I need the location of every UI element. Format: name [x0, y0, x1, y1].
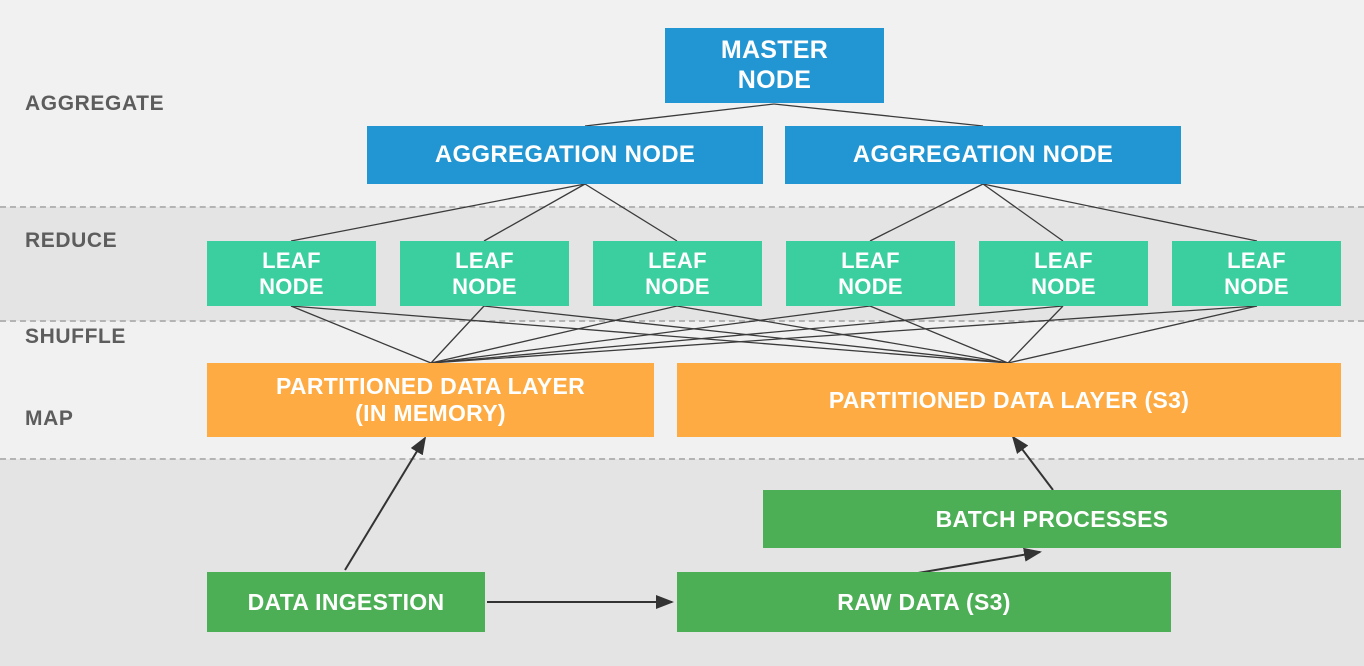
divider-map-ingestion: [0, 458, 1364, 460]
batch-processes-label: BATCH PROCESSES: [935, 505, 1169, 532]
leaf-node-4[interactable]: LEAF NODE: [786, 241, 955, 306]
leaf-node-1-label-line1: LEAF: [262, 247, 321, 273]
stage-label-reduce: REDUCE: [25, 229, 118, 252]
master-node-label-line1: MASTER: [720, 36, 829, 65]
leaf-node-5[interactable]: LEAF NODE: [979, 241, 1148, 306]
leaf-node-4-label-line1: LEAF: [841, 247, 900, 273]
leaf-node-6-label-line1: LEAF: [1227, 247, 1286, 273]
leaf-node-6-label-line2: NODE: [1224, 273, 1289, 299]
stage-label-map: MAP: [25, 407, 74, 430]
leaf-node-3-label-line2: NODE: [645, 273, 710, 299]
partitioned-data-layer-in-memory-label-line2: (IN MEMORY): [355, 400, 506, 426]
divider-aggregate-reduce: [0, 206, 1364, 208]
partitioned-data-layer-s3-label: PARTITIONED DATA LAYER (S3): [828, 386, 1190, 413]
leaf-node-6[interactable]: LEAF NODE: [1172, 241, 1341, 306]
aggregation-node-1-label: AGGREGATION NODE: [434, 140, 696, 168]
stage-label-shuffle: SHUFFLE: [25, 325, 127, 348]
partitioned-data-layer-in-memory-label-line1: PARTITIONED DATA LAYER: [275, 373, 585, 400]
master-node-label-line2: NODE: [737, 65, 812, 94]
partitioned-data-layer-s3[interactable]: PARTITIONED DATA LAYER (S3): [677, 363, 1341, 437]
batch-processes[interactable]: BATCH PROCESSES: [763, 490, 1341, 548]
leaf-node-2[interactable]: LEAF NODE: [400, 241, 569, 306]
leaf-node-5-label-line2: NODE: [1031, 273, 1096, 299]
aggregation-node-1[interactable]: AGGREGATION NODE: [367, 126, 763, 184]
raw-data-label: RAW DATA (S3): [837, 588, 1011, 615]
partitioned-data-layer-in-memory[interactable]: PARTITIONED DATA LAYER (IN MEMORY): [207, 363, 654, 437]
leaf-node-5-label-line1: LEAF: [1034, 247, 1093, 273]
leaf-node-3[interactable]: LEAF NODE: [593, 241, 762, 306]
leaf-node-2-label-line2: NODE: [452, 273, 517, 299]
stage-label-aggregate: AGGREGATE: [25, 92, 165, 115]
leaf-node-1-label-line2: NODE: [259, 273, 324, 299]
divider-shuffle: [0, 320, 1364, 322]
leaf-node-4-label-line2: NODE: [838, 273, 903, 299]
aggregation-node-2-label: AGGREGATION NODE: [852, 140, 1114, 168]
leaf-node-1[interactable]: LEAF NODE: [207, 241, 376, 306]
data-ingestion-label: DATA INGESTION: [247, 588, 445, 615]
data-ingestion[interactable]: DATA INGESTION: [207, 572, 485, 632]
leaf-node-2-label-line1: LEAF: [455, 247, 514, 273]
aggregation-node-2[interactable]: AGGREGATION NODE: [785, 126, 1181, 184]
raw-data[interactable]: RAW DATA (S3): [677, 572, 1171, 632]
leaf-node-3-label-line1: LEAF: [648, 247, 707, 273]
master-node[interactable]: MASTER NODE: [665, 28, 884, 103]
